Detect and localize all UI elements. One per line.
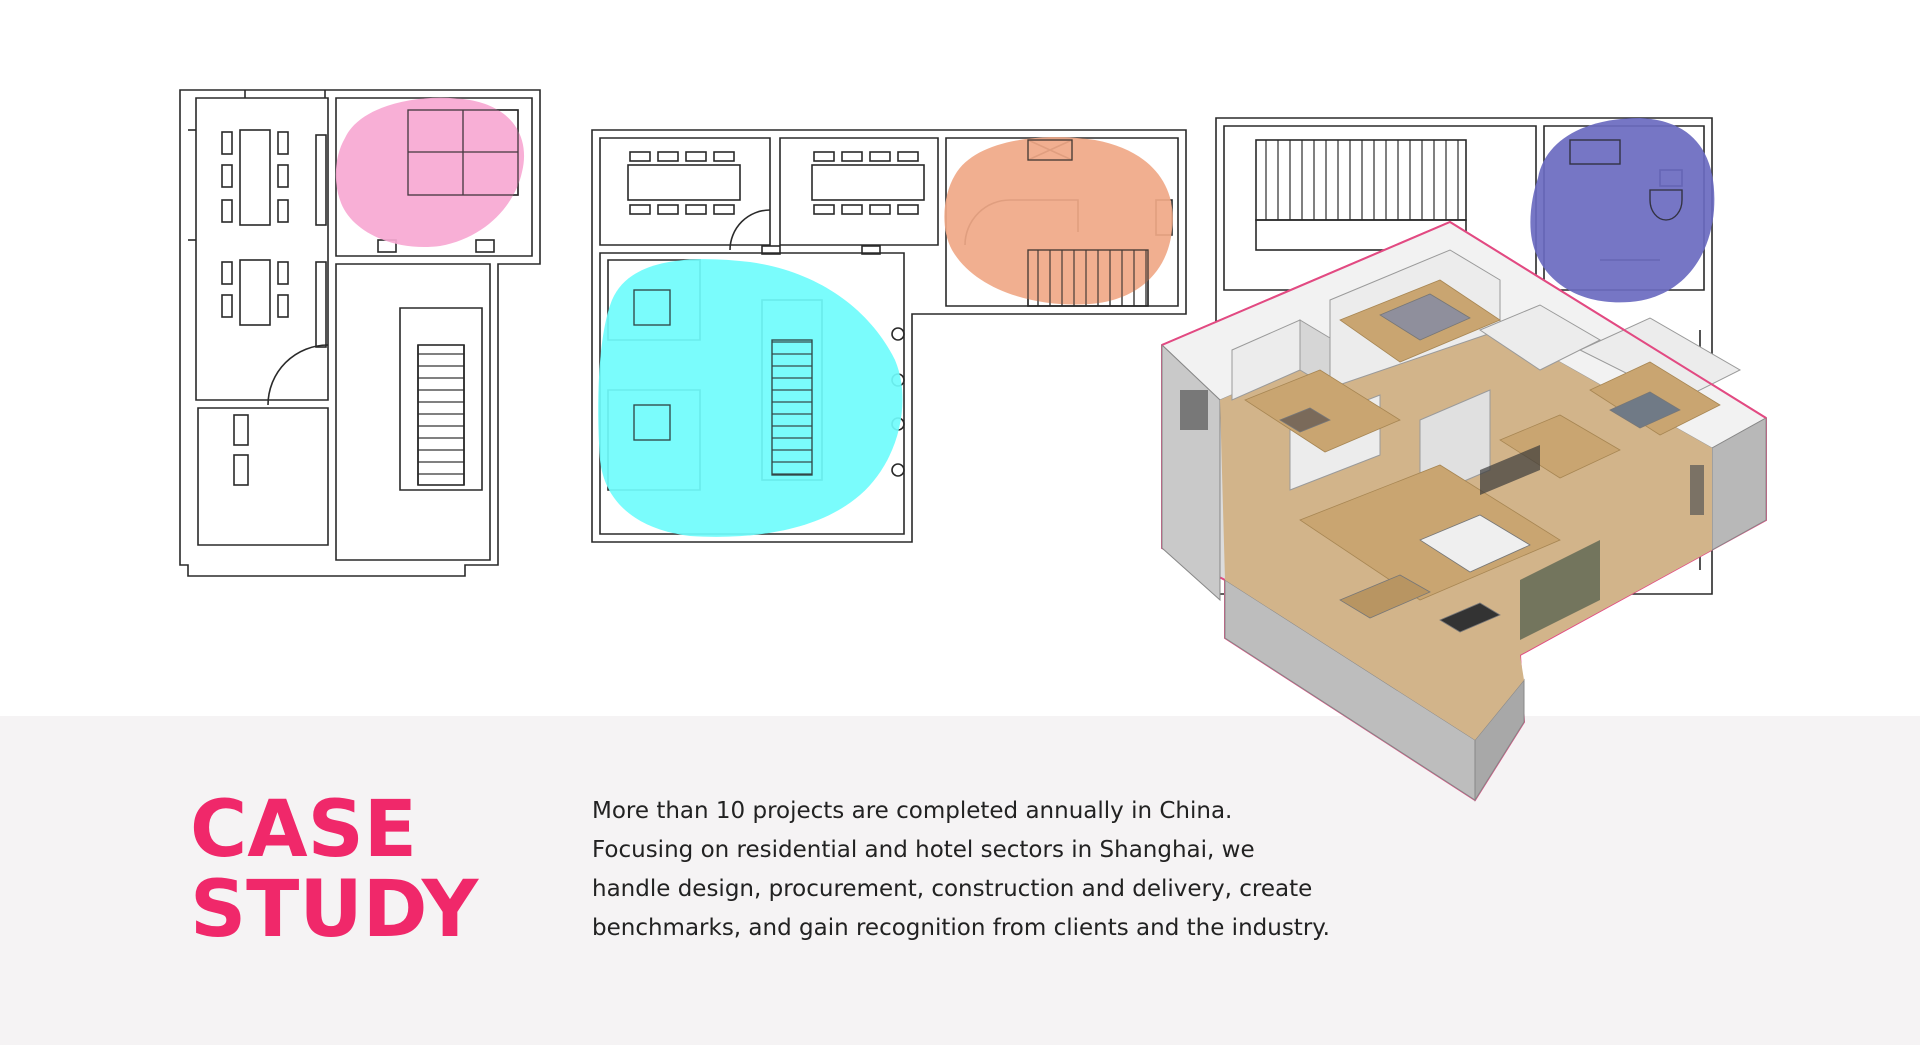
description-line-2: Focusing on residential and hotel sector… bbox=[592, 837, 1255, 863]
case-study-heading: CASE STUDY bbox=[190, 790, 478, 950]
highlight-zones bbox=[335, 97, 1715, 537]
description-line-3: handle design, procurement, construction… bbox=[592, 876, 1313, 902]
zone-pink bbox=[335, 97, 525, 248]
case-study-description: More than 10 projects are completed annu… bbox=[592, 792, 1412, 948]
zone-cyan bbox=[598, 259, 903, 537]
heading-line-1: CASE bbox=[190, 785, 418, 875]
footer-band bbox=[0, 716, 1920, 1045]
description-line-1: More than 10 projects are completed annu… bbox=[592, 798, 1233, 824]
zone-blue bbox=[1530, 118, 1715, 303]
isometric-apartment-model bbox=[1161, 220, 1767, 802]
heading-line-2: STUDY bbox=[190, 865, 479, 955]
description-line-4: benchmarks, and gain recognition from cl… bbox=[592, 915, 1330, 941]
